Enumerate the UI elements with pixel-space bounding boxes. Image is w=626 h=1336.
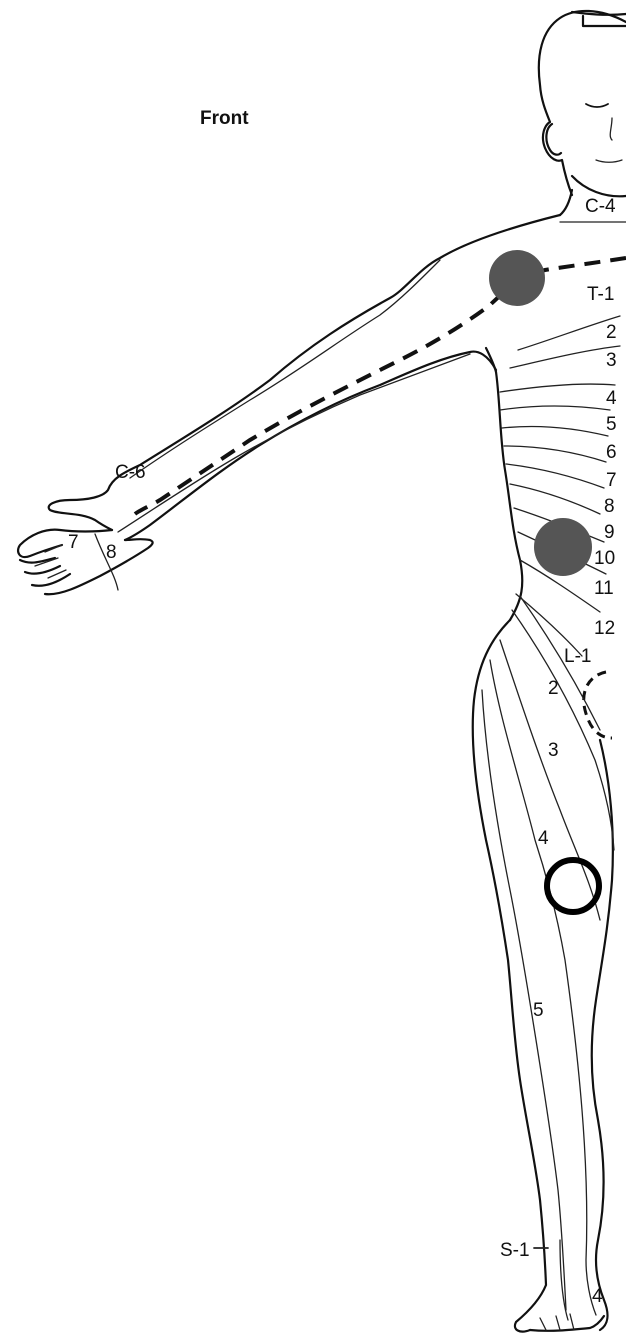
label-c4: C-4 <box>585 196 616 217</box>
label-t4: 4 <box>606 388 617 409</box>
label-l1: L-1 <box>564 646 591 667</box>
label-t10: 10 <box>594 548 615 569</box>
label-foot-4: 4 <box>592 1286 603 1307</box>
label-t6: 6 <box>606 442 617 463</box>
label-t5: 5 <box>606 414 617 435</box>
label-l5: 5 <box>533 1000 544 1021</box>
label-l2: 2 <box>548 678 559 699</box>
label-hand-7: 7 <box>68 532 79 553</box>
flank-pain-marker <box>534 518 592 576</box>
label-t9: 9 <box>604 522 615 543</box>
arm-outline <box>18 215 560 594</box>
label-t8: 8 <box>604 496 615 517</box>
label-s1: S-1 <box>500 1240 530 1261</box>
label-l3: 3 <box>548 740 559 761</box>
view-title: Front <box>200 108 249 129</box>
head-outline <box>539 11 626 222</box>
knee-ring-marker <box>547 860 599 912</box>
label-t3: 3 <box>606 350 617 371</box>
label-t11: 11 <box>594 578 614 599</box>
leg-outline <box>473 596 614 1332</box>
label-t1: T-1 <box>587 284 614 305</box>
label-c6: C-6 <box>115 462 146 483</box>
label-t7: 7 <box>606 470 617 491</box>
label-hand-8: 8 <box>106 542 117 563</box>
label-l4: 4 <box>538 828 549 849</box>
label-t12: 12 <box>594 618 615 639</box>
label-t2: 2 <box>606 322 617 343</box>
shoulder-pain-marker <box>489 250 545 306</box>
